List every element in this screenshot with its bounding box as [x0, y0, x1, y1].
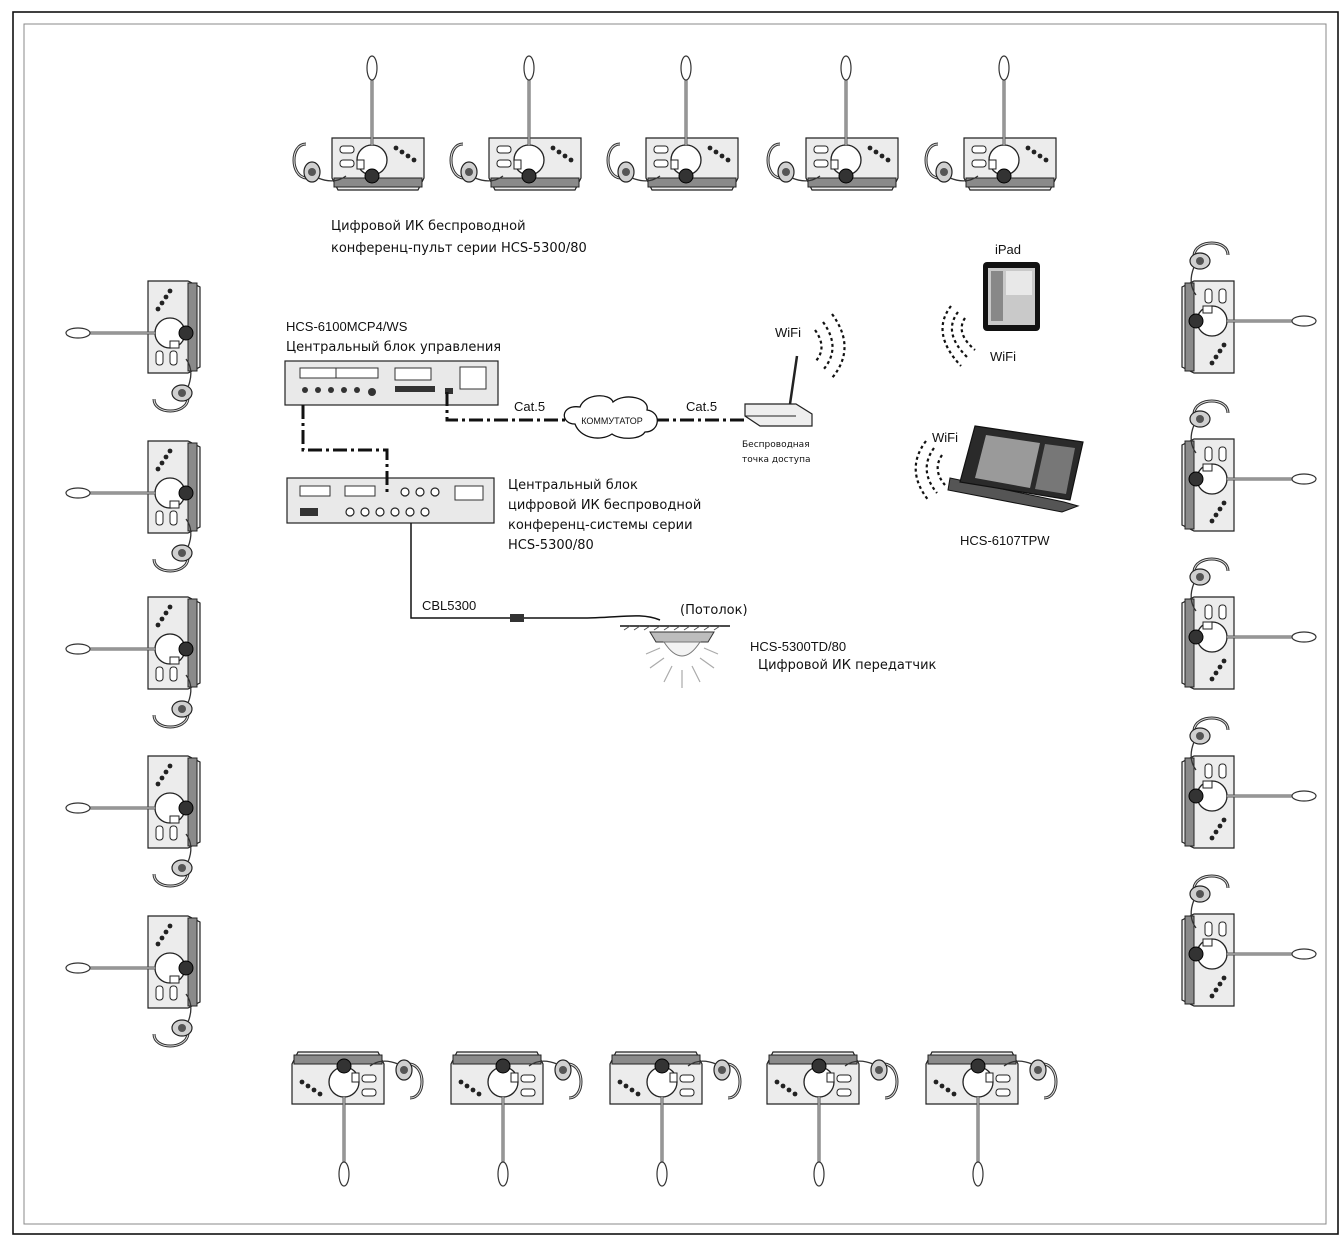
cmu-label-line1: Центральный блок: [508, 478, 638, 493]
cat5-left-label: Cat.5: [514, 399, 546, 414]
delegate-unit-icon: [66, 441, 200, 571]
inner-frame: [23, 23, 1327, 1225]
wifi-ipad-label: WiFi: [990, 349, 1016, 364]
delegate-unit-icon: [1182, 876, 1316, 1006]
switch-label: КОММУТАТОР: [581, 416, 642, 426]
delegate-unit-icon: [610, 1052, 740, 1186]
cmu-label-line4: HCS-5300/80: [508, 538, 594, 553]
link-cat5-left: [445, 392, 570, 422]
wifi-waves-icon: [941, 305, 976, 367]
delegate-unit-icon: [66, 756, 200, 886]
touch-panel-label: HCS-6107TPW: [960, 533, 1050, 548]
delegate-unit-icon: [66, 916, 200, 1046]
delegate-unit-icon: [926, 56, 1056, 190]
router-icon: [744, 355, 813, 427]
delegate-unit-icon: [926, 1052, 1056, 1186]
tablet-icon: [983, 262, 1040, 331]
ipad-label: iPad: [995, 242, 1022, 257]
delegate-unit-icon: [767, 1052, 897, 1186]
wifi-router-label: WiFi: [775, 325, 801, 340]
central-unit-icon: [286, 477, 495, 524]
ceiling-label: (Потолок): [680, 603, 748, 618]
wifi-touch-label: WiFi: [932, 430, 958, 445]
delegate-unit-icon: [768, 56, 898, 190]
delegate-label-line2: конференц-пульт серии HCS-5300/80: [331, 241, 587, 256]
wifi-waves-icon: [814, 313, 846, 379]
delegate-unit-icon: [1182, 243, 1316, 373]
delegate-unit-icon: [66, 597, 200, 727]
delegate-label-line1: Цифровой ИК беспроводной: [331, 219, 526, 234]
transmitter-model-label: HCS-5300TD/80: [750, 639, 847, 654]
ap-label-line2: точка доступа: [742, 455, 811, 465]
cable-connector: [510, 614, 524, 622]
cable-label: CBL5300: [422, 598, 477, 613]
delegate-unit-icon: [451, 1052, 581, 1186]
cable-cbl5300: [410, 523, 510, 619]
mcp-name-label: Центральный блок управления: [286, 340, 502, 355]
mcp-model-label: HCS-6100MCP4/WS: [286, 319, 408, 334]
delegate-unit-icon: [66, 281, 200, 411]
delegate-unit-icon: [1182, 401, 1316, 531]
ap-label-line1: Беспроводная: [742, 440, 810, 450]
transmitter-name-label: Цифровой ИК передатчик: [758, 658, 937, 673]
delegate-unit-icon: [1182, 559, 1316, 689]
mcp-device-icon: [284, 360, 499, 406]
ceiling-hatch: [620, 625, 730, 631]
delegate-unit-icon: [294, 56, 424, 190]
delegate-unit-icon: [1182, 718, 1316, 848]
cmu-label-line2: цифровой ИК беспроводной: [508, 498, 702, 513]
ir-transmitter-icon: [645, 631, 719, 688]
delegate-unit-icon: [292, 1052, 422, 1186]
touch-panel-icon: [947, 425, 1084, 513]
cloud-switch-icon: [563, 395, 658, 439]
cmu-label-line3: конференц-системы серии: [508, 518, 693, 533]
delegate-unit-icon: [451, 56, 581, 190]
cat5-right-label: Cat.5: [686, 399, 718, 414]
link-mcp-central: [301, 405, 389, 494]
outer-frame: [12, 11, 1339, 1235]
delegate-unit-icon: [608, 56, 738, 190]
wifi-waves-icon: [914, 440, 946, 502]
